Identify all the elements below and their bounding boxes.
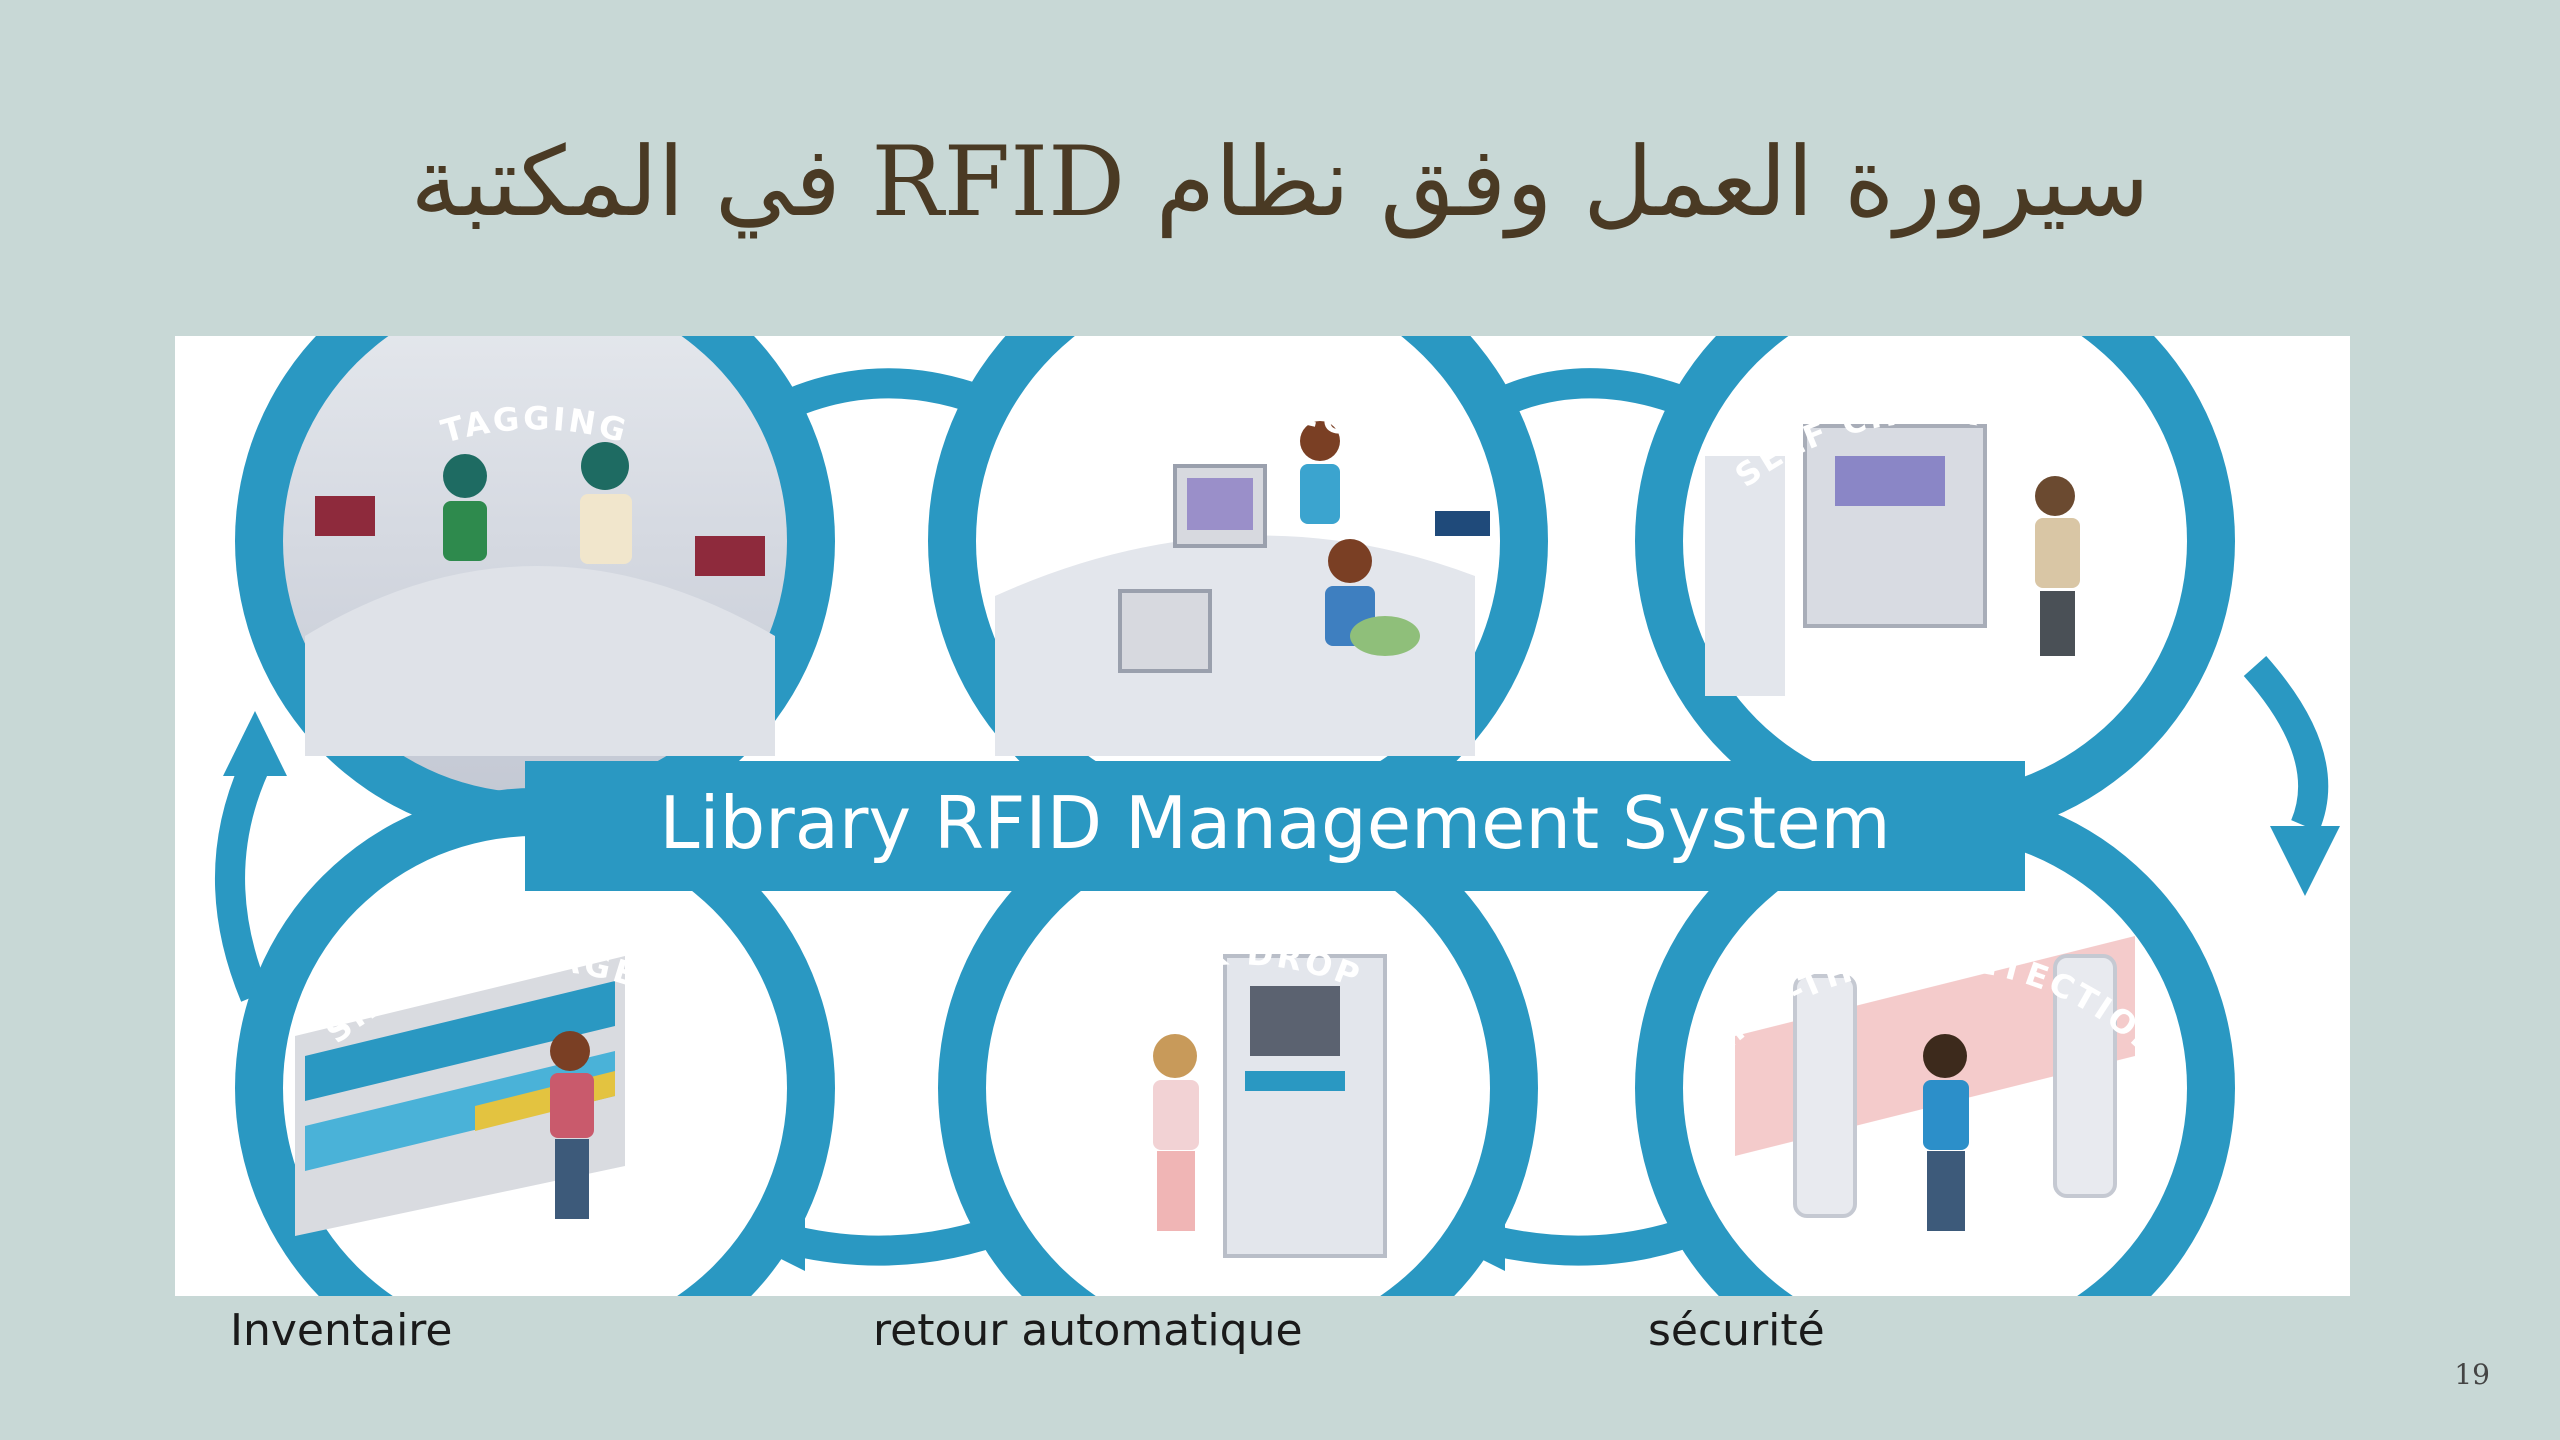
stage-anti-theft	[1635, 788, 2235, 1296]
rfid-workflow-diagram: TAGGING CHECK IN / CHECK OUT SELF CHECK …	[175, 336, 2350, 1296]
staff-legs-icon	[555, 1139, 589, 1219]
stage-book-drop	[938, 788, 1538, 1296]
gate-left-icon	[1793, 974, 1857, 1218]
stage-self-check	[1635, 336, 2235, 841]
clerk-body-icon	[1300, 464, 1340, 524]
page-number: 19	[2454, 1358, 2490, 1391]
drop-screen-icon	[1250, 986, 1340, 1056]
gate-right-icon	[2053, 954, 2117, 1198]
librarian-body-icon	[443, 501, 487, 561]
center-label: Library RFID Management System	[659, 781, 1890, 865]
returner-legs-icon	[1157, 1151, 1195, 1231]
monitor-screen-icon	[1187, 478, 1253, 530]
user-icon	[2035, 476, 2075, 516]
book-icon	[1435, 511, 1490, 536]
patron-icon	[581, 442, 629, 490]
returner-body-icon	[1153, 1080, 1199, 1150]
center-label-box	[525, 761, 2025, 891]
books-icon	[695, 536, 765, 576]
patron-body-icon	[580, 494, 632, 564]
drop-slot-icon	[1245, 1071, 1345, 1091]
books-row-1-icon	[305, 981, 615, 1101]
books-row-2-icon	[305, 1051, 615, 1171]
staff-body-icon	[550, 1073, 594, 1138]
stage-tagging	[235, 336, 835, 841]
monitor-2-icon	[1118, 589, 1212, 673]
books-stack-icon	[315, 496, 375, 536]
returner-icon	[1153, 1034, 1197, 1078]
desk-icon	[305, 566, 775, 756]
staff-icon	[550, 1031, 590, 1071]
slide-title: سيرورة العمل وفق نظام RFID في المكتبة	[410, 126, 2150, 238]
arrow-selfcheck-to-antitheft	[2243, 656, 2329, 832]
caption-securite: sécurité	[1648, 1305, 1825, 1356]
librarian-icon	[443, 454, 487, 498]
user-body-icon	[2035, 518, 2080, 588]
arrow-shelf-to-tagging	[215, 759, 269, 1002]
caption-inventaire: Inventaire	[230, 1305, 453, 1356]
stage-shelf-management	[235, 788, 835, 1296]
visitor-icon	[1923, 1034, 1967, 1078]
kiosk-side-icon	[1705, 456, 1785, 696]
visitor-body-icon	[1923, 1080, 1969, 1150]
patron-seated-icon	[1328, 539, 1372, 583]
chair-icon	[1350, 616, 1420, 656]
clerk-icon	[1300, 421, 1340, 461]
caption-retour-automatique: retour automatique	[873, 1305, 1303, 1356]
stage-check-in-out	[928, 336, 1548, 851]
arrowhead-6	[223, 711, 287, 776]
visitor-legs-icon	[1927, 1151, 1965, 1231]
user-legs-icon	[2040, 591, 2075, 656]
kiosk-screen-icon	[1835, 456, 1945, 506]
workflow-svg: TAGGING CHECK IN / CHECK OUT SELF CHECK …	[215, 336, 2340, 1296]
arrowhead-3	[2270, 826, 2340, 896]
